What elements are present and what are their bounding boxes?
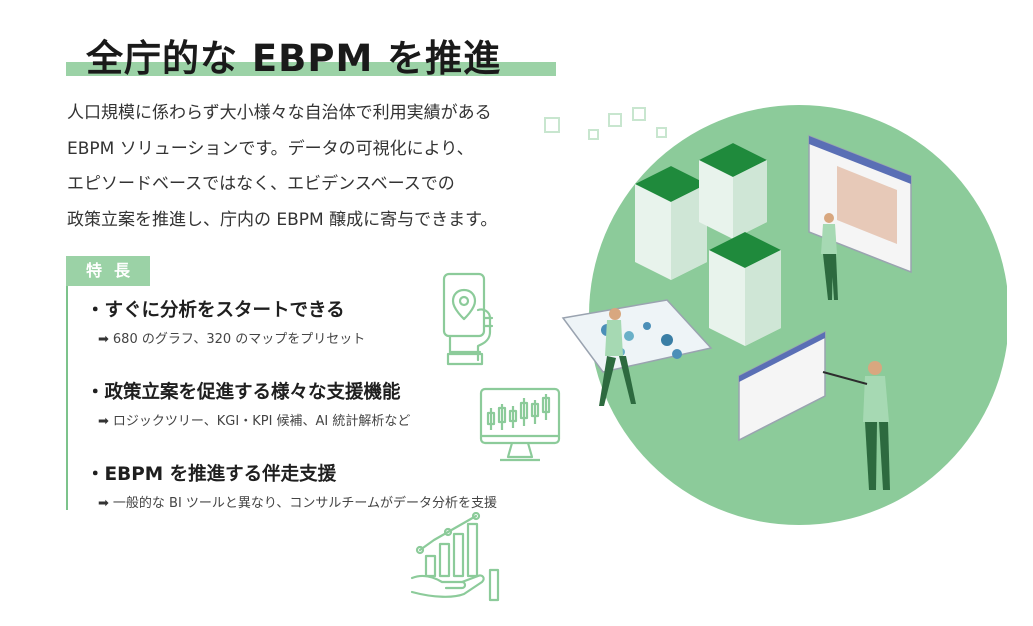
feature-detail-row: ➡ロジックツリー、KGI・KPI 候補、AI 統計解析など [86, 410, 410, 429]
arrow-right-icon: ➡ [98, 332, 109, 347]
hand-growth-chart-icon [410, 512, 500, 602]
page-title: 全庁的な EBPM を推進 [86, 37, 502, 80]
arrow-right-icon: ➡ [98, 496, 109, 511]
intro-line: 人口規模に係わらず大小様々な自治体で利用実績がある [67, 103, 492, 123]
intro-line: エピソードベースではなく、エビデンスベースでの [67, 174, 455, 194]
feature-item: ・政策立案を促進する様々な支援機能 ➡ロジックツリー、KGI・KPI 候補、AI… [86, 378, 410, 429]
features-divider-line [66, 258, 68, 510]
person-walking-left [599, 308, 636, 406]
feature-detail-row: ➡一般的な BI ツールと異なり、コンサルチームがデータ分析を支援 [86, 492, 497, 511]
feature-detail: ロジックツリー、KGI・KPI 候補、AI 統計解析など [112, 414, 411, 429]
arrow-right-icon: ➡ [98, 414, 109, 429]
title-underline-band [66, 62, 556, 76]
intro-line: 政策立案を推進し、庁内の EBPM 醸成に寄与できます。 [67, 209, 498, 230]
feature-title: ・すぐに分析をスタートできる [86, 300, 345, 321]
feature-item: ・すぐに分析をスタートできる ➡680 のグラフ、320 のマップをプリセット [86, 296, 365, 347]
ebpm-hero-illustration [544, 105, 1007, 525]
server-stack [635, 143, 781, 346]
dashboard-panel-bottom [738, 330, 826, 442]
monitor-candlestick-chart-icon [479, 387, 561, 462]
feature-title: ・EBPM を推進する伴走支援 [86, 464, 337, 485]
features-label: 特長 [66, 256, 150, 286]
intro-line: EBPM ソリューションです。データの可視化により、 [67, 138, 474, 159]
person-presenting-right [822, 361, 890, 490]
person-standing-top [821, 213, 838, 300]
intro-text: 人口規模に係わらず大小様々な自治体で利用実績がある EBPM ソリューションです… [67, 96, 587, 238]
feature-detail: 一般的な BI ツールと異なり、コンサルチームがデータ分析を支援 [112, 496, 498, 511]
feature-detail: 680 のグラフ、320 のマップをプリセット [112, 332, 366, 347]
smartphone-map-pin-icon [442, 272, 494, 366]
feature-title: ・政策立案を促進する様々な支援機能 [86, 382, 401, 403]
feature-item: ・EBPM を推進する伴走支援 ➡一般的な BI ツールと異なり、コンサルチーム… [86, 460, 497, 511]
feature-detail-row: ➡680 のグラフ、320 のマップをプリセット [86, 328, 365, 347]
